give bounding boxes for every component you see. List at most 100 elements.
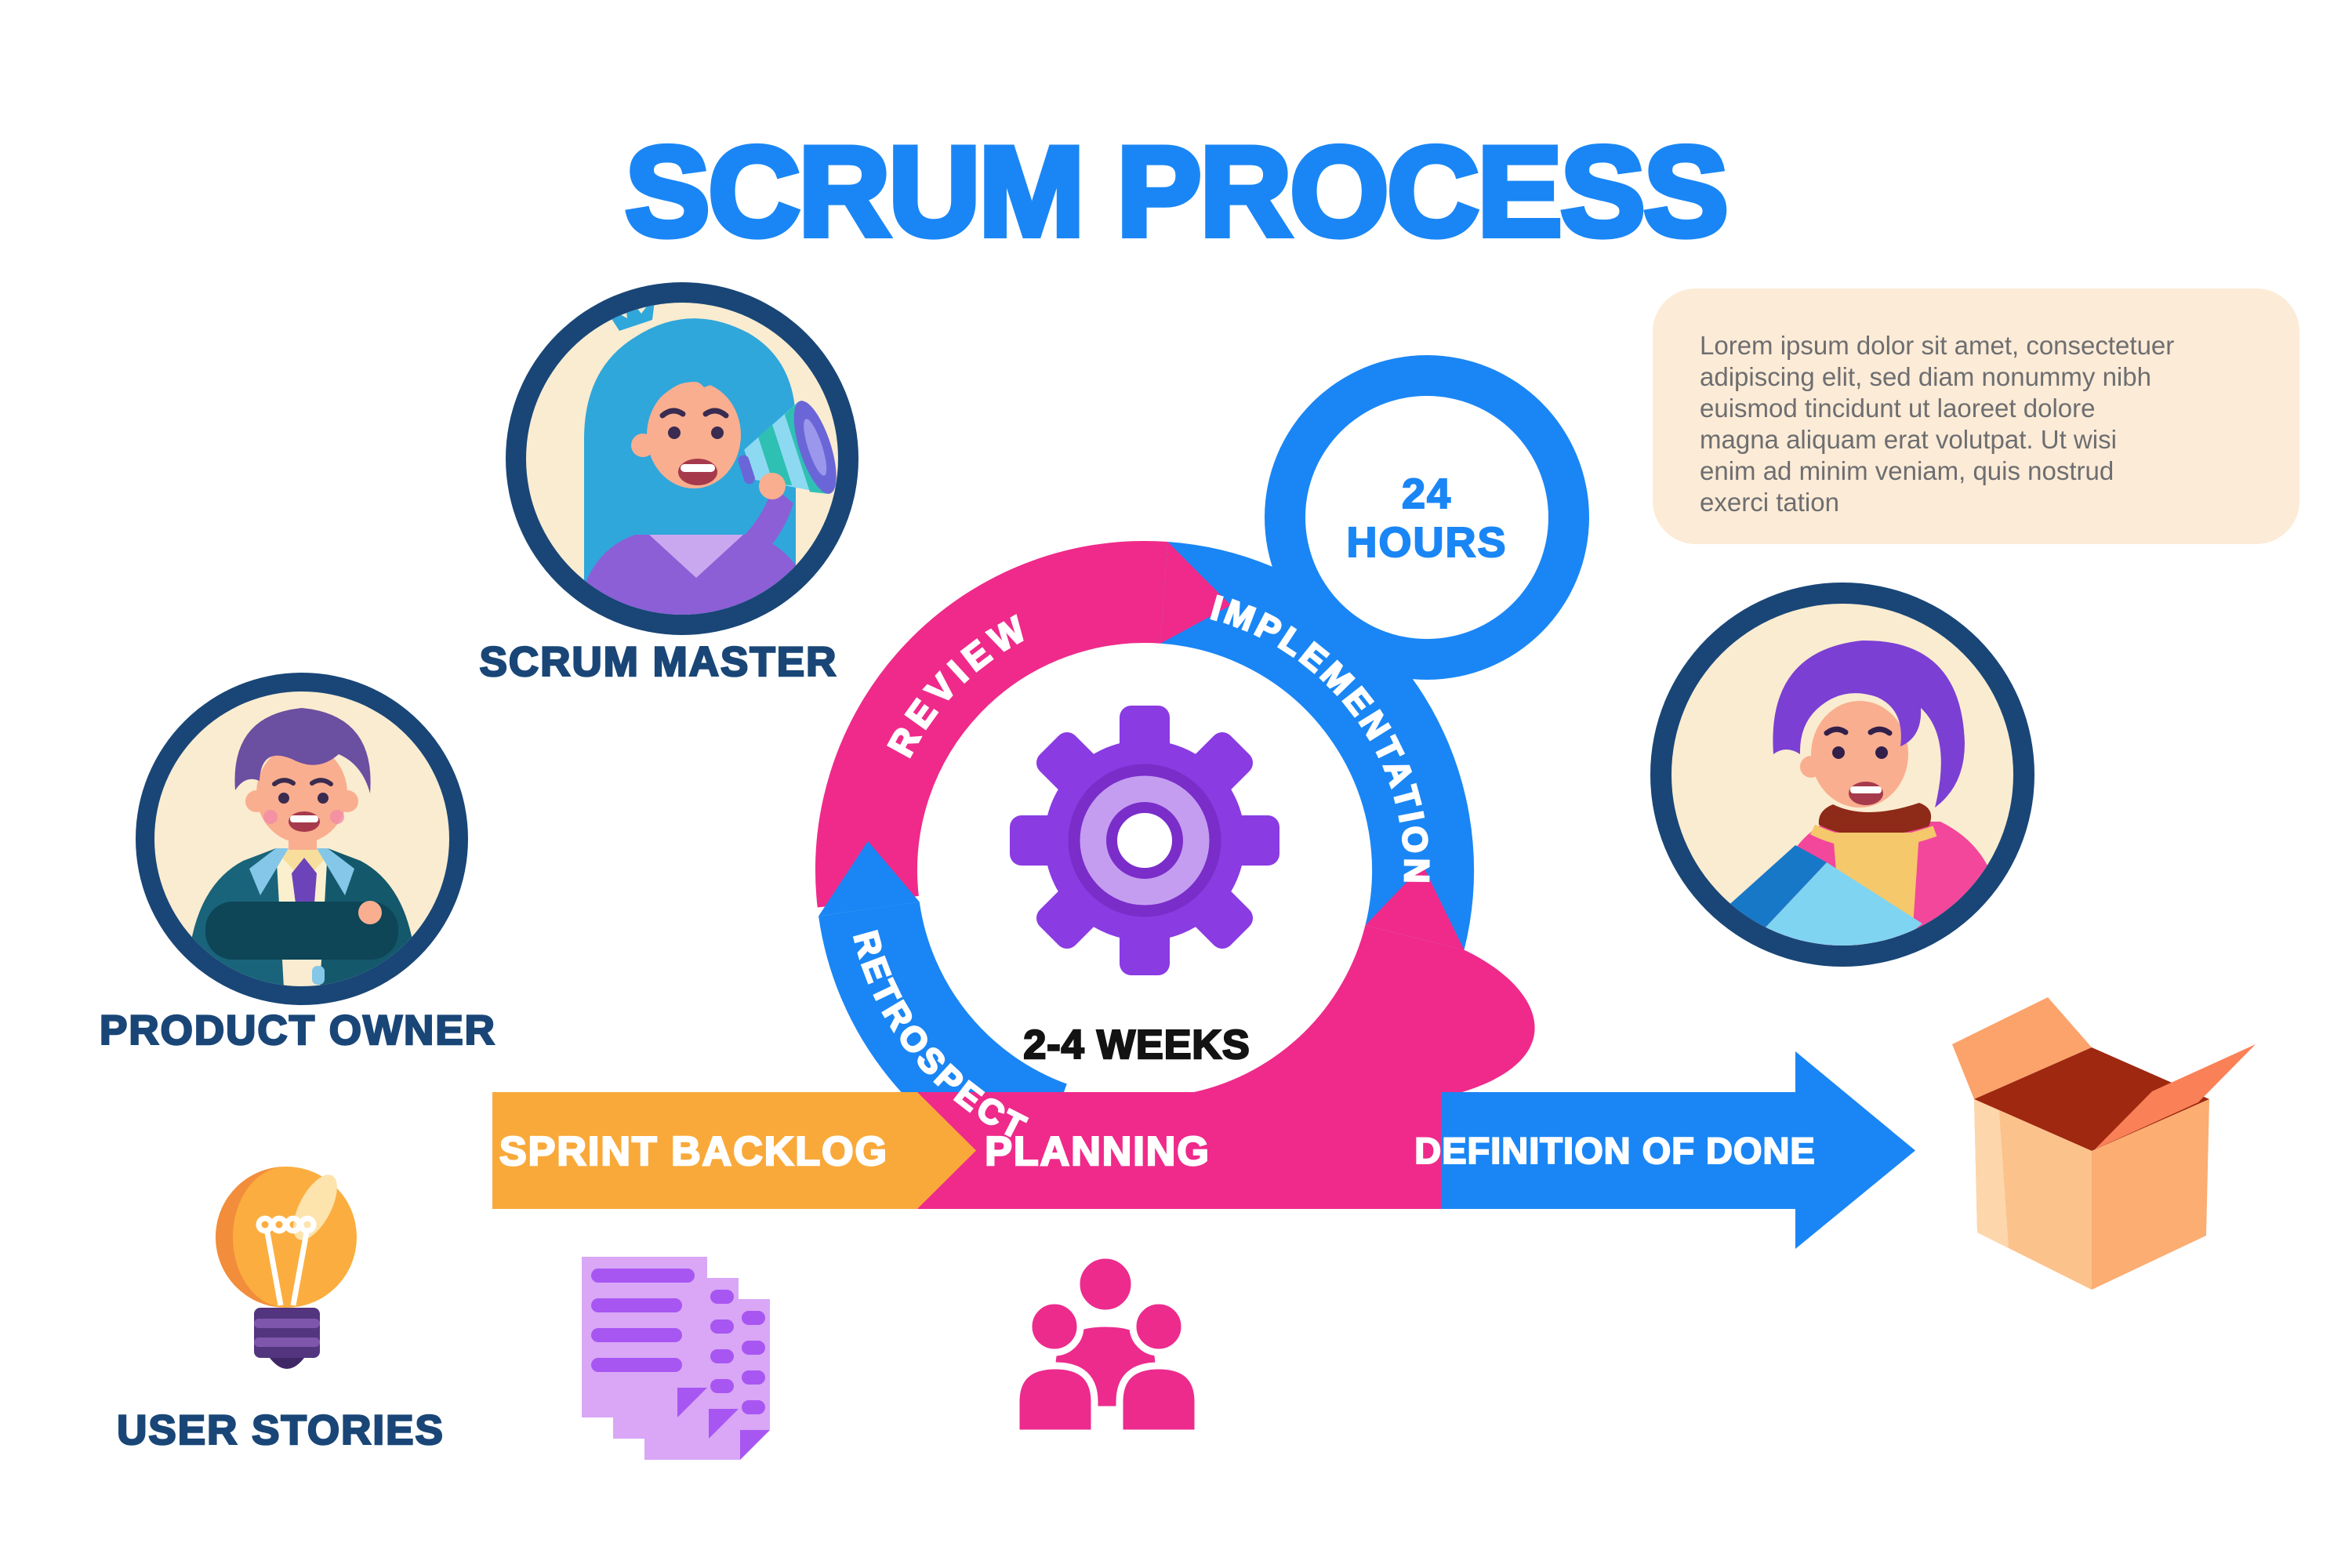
open-box-icon <box>1952 997 2256 1290</box>
bangs <box>644 349 753 412</box>
definition-of-done-segment <box>1441 1051 1915 1249</box>
teeth <box>290 815 318 822</box>
eye <box>711 426 724 439</box>
lightbulb-icon <box>216 1167 357 1369</box>
teeth <box>681 464 715 472</box>
hand <box>759 473 786 499</box>
sprint-flow-arrow: SPRINT BACKLOG PLANNING DEFINITION OF DO… <box>492 1051 1915 1249</box>
eye <box>278 793 289 804</box>
lapel <box>317 848 354 895</box>
hood-lining <box>1818 803 1932 837</box>
bulb-shade <box>216 1167 286 1308</box>
description-line: magna aliquam erat volutpat. Ut wisi <box>1700 425 2117 454</box>
product-owner-illustration <box>187 708 417 986</box>
daily-hours-unit: HOURS <box>1346 519 1507 566</box>
review-arc <box>815 541 1168 908</box>
definition-of-done-label: DEFINITION OF DONE <box>1414 1130 1816 1171</box>
text-stub <box>710 1290 734 1304</box>
text-stub <box>742 1311 765 1325</box>
product-owner-avatar: PRODUCT OWNER <box>99 673 496 1054</box>
base-tip <box>270 1358 304 1369</box>
box-flap-right <box>2095 1044 2256 1149</box>
team-icon <box>1012 1251 1202 1437</box>
document-page-front <box>582 1257 707 1417</box>
text-stub <box>742 1341 765 1355</box>
eyebrow <box>659 408 686 419</box>
base-thread <box>254 1338 320 1347</box>
text-stub <box>742 1370 765 1385</box>
user-stories: USER STORIES <box>116 1167 444 1454</box>
text-line <box>591 1298 682 1312</box>
belt-detail <box>312 966 325 985</box>
planning-chevron-icon <box>1365 865 1465 950</box>
box-flap-left <box>1952 997 2092 1099</box>
eyebrow <box>1824 726 1849 736</box>
eyebrow <box>272 778 296 786</box>
crossed-arms <box>205 902 398 960</box>
documents-icon <box>582 1257 770 1460</box>
person-head <box>1025 1297 1084 1356</box>
description-line: Lorem ipsum dolor sit amet, consectetuer <box>1700 331 2174 360</box>
megaphone-stripe <box>758 424 793 485</box>
text-line <box>591 1358 682 1372</box>
laptop-keyboard <box>1737 862 1922 946</box>
description-line: adipiscing elit, sed diam nonummy nibh <box>1700 362 2151 391</box>
hair <box>1773 640 1965 808</box>
hand <box>358 901 382 924</box>
text-stub <box>742 1400 765 1414</box>
face <box>256 744 347 843</box>
megaphone-icon <box>738 401 837 495</box>
sprint-duration-label: 2-4 WEEKS <box>1023 1022 1250 1068</box>
page-fold <box>740 1430 770 1460</box>
scrum-master-label: SCRUM MASTER <box>480 639 838 685</box>
filament <box>256 1215 317 1306</box>
filament-coil <box>298 1215 317 1234</box>
text-stub <box>710 1319 734 1334</box>
person-head <box>1073 1251 1138 1317</box>
lapel <box>249 848 289 895</box>
daily-hours-value: 24 <box>1402 470 1452 517</box>
box-face-right <box>2092 1099 2209 1290</box>
eyebrow <box>1867 726 1893 736</box>
blush <box>330 810 344 824</box>
text-stub <box>710 1349 734 1363</box>
bulb-highlight <box>293 1174 337 1240</box>
megaphone-cap <box>738 455 755 485</box>
person-body <box>1116 1362 1202 1437</box>
text-stub <box>710 1379 734 1393</box>
eyebrow <box>702 408 729 419</box>
arm <box>729 486 793 562</box>
product-owner-label: PRODUCT OWNER <box>100 1007 496 1054</box>
box-face-highlight <box>1974 1099 2009 1248</box>
planning-arc <box>917 925 1535 1209</box>
description-panel-background <box>1653 289 2299 544</box>
daily-badge-face <box>1305 396 1548 639</box>
sprint-backlog-label: SPRINT BACKLOG <box>499 1129 888 1174</box>
developer-illustration <box>1693 640 2001 946</box>
eye <box>1875 746 1888 759</box>
description-line: exerci tation <box>1700 488 1839 517</box>
review-chevron-icon <box>1160 542 1231 644</box>
text-line <box>591 1328 682 1342</box>
retrospect-chevron-icon <box>818 840 920 916</box>
implementation-arc <box>1160 542 1474 950</box>
eye <box>318 793 328 804</box>
bulb-base <box>254 1308 320 1358</box>
blush <box>263 810 278 824</box>
base-thread <box>254 1319 320 1328</box>
collar <box>649 535 743 578</box>
person-body <box>1012 1362 1098 1437</box>
eyebrow <box>310 778 333 786</box>
description-line: euismod tincidunt ut laoreet dolore <box>1700 394 2095 423</box>
filament-leg <box>290 1232 310 1306</box>
sprint-backlog-segment <box>492 1092 976 1209</box>
text-line <box>591 1269 695 1283</box>
planning-label: PLANNING <box>985 1129 1210 1174</box>
gear-icon <box>1010 706 1279 975</box>
filament-leg <box>264 1232 284 1306</box>
person-head <box>1129 1297 1189 1356</box>
megaphone-bell-inner <box>804 419 827 476</box>
page-fold <box>677 1388 707 1417</box>
gear-hub <box>1106 802 1183 879</box>
